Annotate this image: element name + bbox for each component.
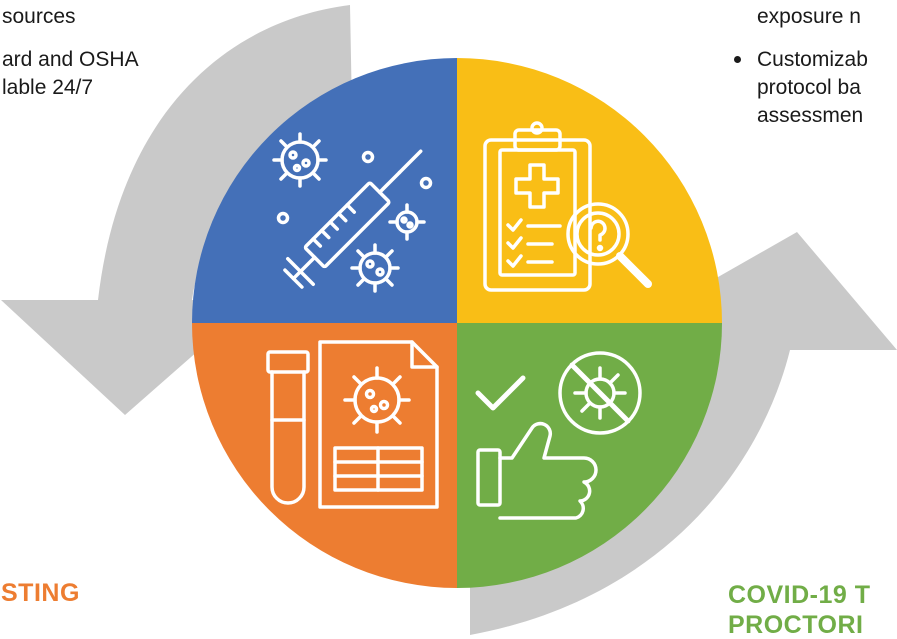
proctoring-heading-line-2: PROCTORI — [728, 611, 864, 639]
right-text-line-2: Customizab — [757, 48, 868, 71]
right-bullet — [734, 56, 741, 63]
left-text-line-1: sources — [2, 5, 76, 28]
top-left-cycle-arrow — [1, 5, 352, 415]
proctoring-heading-line-1: COVID-19 T — [728, 581, 871, 609]
clipboard-medical-search-icon — [483, 121, 652, 292]
right-text-line-3: protocol ba — [757, 76, 861, 99]
left-text-line-3: lable 24/7 — [2, 76, 94, 99]
left-text-line-2: ard and OSHA — [2, 48, 139, 71]
quadrant-bottom-right — [457, 323, 722, 588]
right-text-line-1: exposure n — [757, 5, 861, 28]
testing-heading: STING — [1, 579, 80, 607]
quadrant-bottom-left — [192, 323, 457, 588]
right-text-line-4: assessmen — [757, 104, 864, 127]
quadrant-top-left — [192, 58, 457, 323]
thumbs-up-no-virus-icon — [475, 351, 642, 520]
vaccine-syringe-virus-icon — [272, 132, 433, 293]
test-tube-virus-report-icon — [266, 340, 439, 509]
